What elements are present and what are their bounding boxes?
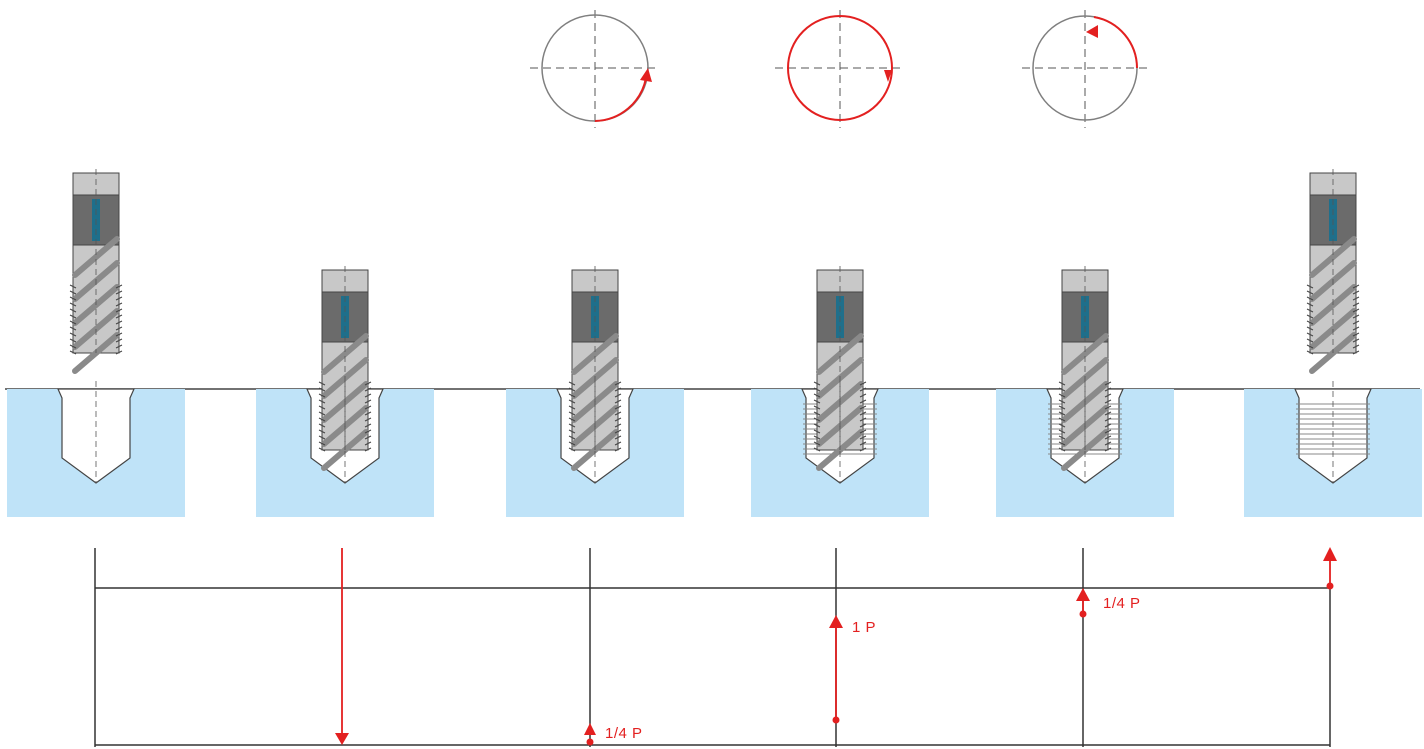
stage-4 <box>751 266 929 517</box>
motion-timeline: 1/4 P 1 P 1/4 P <box>94 547 1337 747</box>
stage-3 <box>506 266 684 517</box>
stage-2 <box>256 266 434 517</box>
rotation-indicator-full-circle <box>775 10 905 128</box>
label-quarter-pitch-bottom: 1/4 P <box>605 725 643 742</box>
stage-panels <box>7 169 1422 517</box>
label-quarter-pitch-top: 1/4 P <box>1103 595 1141 612</box>
stage-1 <box>7 169 185 517</box>
stage-5 <box>996 266 1174 517</box>
label-one-pitch: 1 P <box>852 619 876 636</box>
rotation-indicator-quarter-ccw <box>1022 10 1148 128</box>
rotation-indicator-quarter-cw <box>530 10 660 128</box>
stage-6 <box>1244 169 1422 517</box>
